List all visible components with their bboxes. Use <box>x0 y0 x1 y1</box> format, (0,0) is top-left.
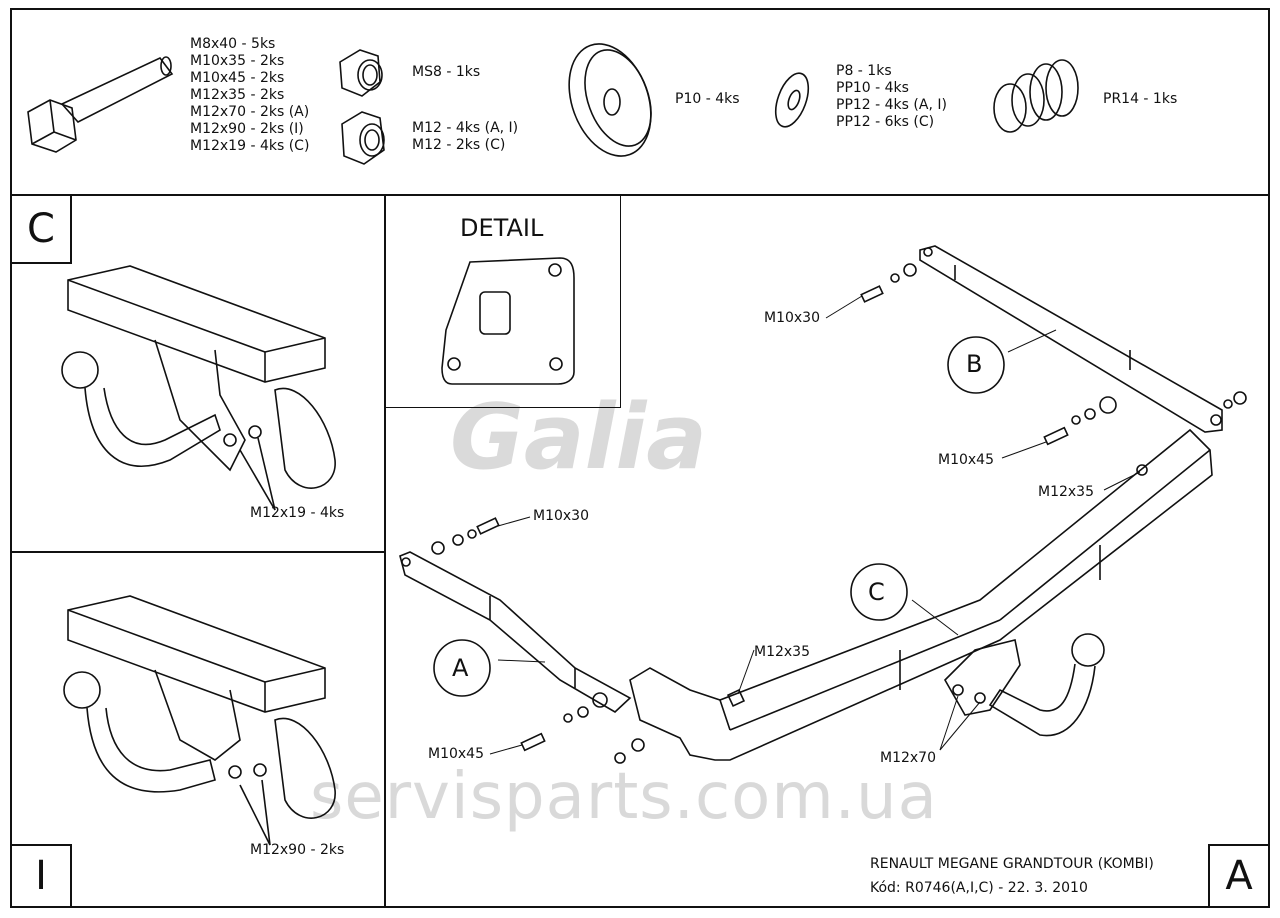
divider <box>10 551 385 553</box>
part-item: P8 - 1ks <box>836 63 892 79</box>
drawing-frame <box>10 8 1270 908</box>
site-watermark: servisparts.com.ua <box>310 760 938 834</box>
tow-ball-illustration <box>944 633 1105 737</box>
part-item: PR14 - 1ks <box>1103 91 1178 107</box>
crossbar-c <box>629 428 1213 761</box>
part-item: PP12 - 4ks (A, I) <box>836 97 947 113</box>
washer-icon <box>568 43 652 157</box>
bolt-icon <box>27 56 174 153</box>
fasteners <box>431 263 1247 764</box>
bolt-label: M12x35 <box>1038 484 1094 500</box>
part-item: M12 - 4ks (A, I) <box>412 120 519 136</box>
divider <box>10 194 1270 196</box>
product-code: Kód: R0746(A,I,C) - 22. 3. 2010 <box>870 880 1088 896</box>
variant-a-badge: A <box>1208 844 1270 908</box>
bolt-label: M12x90 - 2ks <box>250 842 345 858</box>
part-item: M12 - 2ks (C) <box>412 137 506 153</box>
bracket-b <box>919 245 1223 433</box>
bolt-label: M10x30 <box>764 310 820 326</box>
variant-i-badge: I <box>10 844 72 908</box>
nut-icon <box>341 111 385 165</box>
part-item: M12x90 - 2ks (I) <box>190 121 304 137</box>
bolt-list: M8x40 - 5ks M10x35 - 2ks M10x45 - 2ks M1… <box>190 36 309 155</box>
part-item: P10 - 4ks <box>675 91 740 107</box>
bracket-a <box>399 551 632 713</box>
part-item: M12x19 - 4ks (C) <box>190 138 310 154</box>
leader-lines <box>489 295 1141 755</box>
towbar-variant-c-illustration <box>61 265 336 511</box>
bolt-label: M10x30 <box>533 508 589 524</box>
towbar-variant-i-illustration <box>63 595 336 846</box>
detail-title: DETAIL <box>460 214 544 242</box>
detail-panel <box>384 194 621 408</box>
part-item: M8x40 - 5ks <box>190 36 276 52</box>
part-item: PP10 - 4ks <box>836 80 909 96</box>
part-c-label: C <box>868 578 885 606</box>
part-item: M12x70 - 2ks (A) <box>190 104 310 120</box>
part-item: M12x35 - 2ks <box>190 87 285 103</box>
bolt-label: M12x35 <box>754 644 810 660</box>
part-item: M10x45 - 2ks <box>190 70 285 86</box>
part-item: PP12 - 6ks (C) <box>836 114 935 130</box>
detail-plate-illustration <box>441 257 575 385</box>
bolt-label: M12x19 - 4ks <box>250 505 345 521</box>
washer-list: P8 - 1ks PP10 - 4ks PP12 - 4ks (A, I) PP… <box>836 63 947 131</box>
part-a-label: A <box>452 654 469 682</box>
divider <box>384 194 386 908</box>
washer-icon <box>774 72 810 128</box>
part-item: M10x35 - 2ks <box>190 53 285 69</box>
model-title: RENAULT MEGANE GRANDTOUR (KOMBI) <box>870 856 1154 872</box>
part-item: MS8 - 1ks <box>412 64 481 80</box>
bolt-label: M10x45 <box>428 746 484 762</box>
part-callout-circles <box>433 336 1005 697</box>
bolt-label: M12x70 <box>880 750 936 766</box>
spring-icon <box>993 59 1079 133</box>
bolt-label: M10x45 <box>938 452 994 468</box>
variant-c-badge: C <box>10 194 72 264</box>
nut-list: M12 - 4ks (A, I) M12 - 2ks (C) <box>412 120 518 154</box>
part-b-label: B <box>966 350 983 378</box>
galia-logo-watermark: Galia <box>450 385 708 490</box>
nut-icon <box>339 49 383 97</box>
